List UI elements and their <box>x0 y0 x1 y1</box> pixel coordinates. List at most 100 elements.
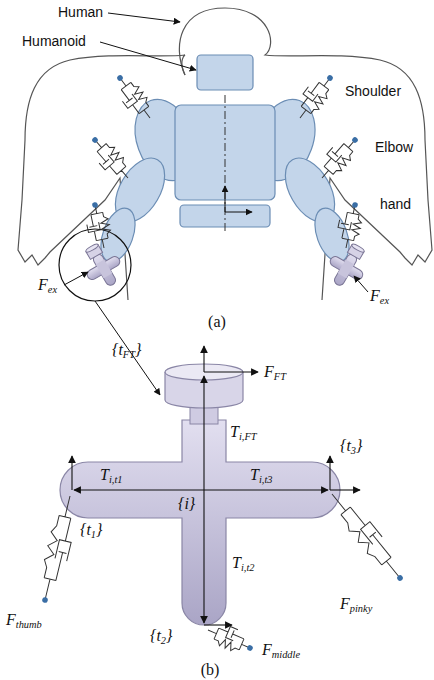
spring-damper-symbol <box>334 203 365 251</box>
spring-damper <box>324 486 411 586</box>
label-subscript: ex <box>48 284 57 295</box>
frame-label: {t3} <box>340 438 362 454</box>
label-subscript: i,t2 <box>241 562 255 573</box>
spring-damper-symbol <box>86 133 136 185</box>
symmetry-axis <box>225 95 226 232</box>
label-part: {t <box>340 437 351 454</box>
frame-label: {t1} <box>80 522 102 538</box>
spring-damper-symbol <box>324 486 409 584</box>
leader-line <box>100 42 196 70</box>
joint-label: Elbow <box>375 140 413 154</box>
frame-label: {t2} <box>150 628 172 644</box>
label-part: T <box>230 423 239 440</box>
label-subscript: 1 <box>91 529 96 540</box>
attach-point <box>91 136 99 144</box>
transform-label: Ti,t1 <box>100 467 122 483</box>
attach-point <box>116 74 124 82</box>
spring-damper-symbol <box>83 203 114 251</box>
label-part: {t <box>150 627 161 644</box>
label-subscript: 3 <box>351 445 356 456</box>
panel-label: (b) <box>201 662 220 678</box>
spring-damper-symbol <box>35 494 81 603</box>
label-part: F <box>262 641 272 658</box>
zoom-circle <box>59 229 131 301</box>
label-subscript: thumb <box>16 619 42 630</box>
label-part: F <box>264 363 274 380</box>
zoom-arrow <box>95 301 160 395</box>
force-label: Fex <box>370 288 389 304</box>
panel-label: (a) <box>208 314 226 330</box>
label-subscript: FT <box>274 371 286 382</box>
frame-label: {i} <box>178 496 195 512</box>
spring-damper <box>334 200 365 250</box>
label-part: } <box>135 341 141 358</box>
spring-damper-symbol <box>204 619 255 657</box>
label-part: F <box>38 276 48 293</box>
frame-axis <box>225 186 226 212</box>
attach-point <box>326 74 334 82</box>
handle-small <box>75 237 128 293</box>
label-part: T <box>250 466 259 483</box>
force-label: FFT <box>264 364 286 380</box>
spring-damper-symbol <box>110 72 158 125</box>
force-arrow <box>354 276 368 292</box>
label-subscript: 2 <box>161 635 166 646</box>
attach-point <box>352 202 359 209</box>
force-label: Fex <box>38 277 57 293</box>
label-part: T <box>100 466 109 483</box>
attach-point <box>42 597 49 604</box>
humanoid-robot <box>94 55 355 266</box>
frame-axis <box>225 212 252 213</box>
label-part: F <box>340 595 350 612</box>
force-label: Fmiddle <box>262 642 300 658</box>
human-outline <box>18 55 185 300</box>
label-subscript: FT <box>123 349 135 360</box>
spring-damper <box>204 619 257 658</box>
label-part: } <box>356 437 362 454</box>
label-part: F <box>6 611 16 628</box>
handle-body <box>60 420 340 625</box>
label-subscript: ex <box>380 295 389 306</box>
label-part: T <box>232 554 241 571</box>
label-subscript: i,t1 <box>109 474 123 485</box>
spring-damper <box>35 494 82 606</box>
attach-point <box>396 574 404 582</box>
spring-damper <box>313 130 364 185</box>
label-subscript: middle <box>272 649 300 660</box>
label-part: } <box>166 627 172 644</box>
spring-dampers <box>35 69 411 659</box>
frame-axes <box>72 346 360 625</box>
label-subscript: pinky <box>350 603 373 614</box>
label-subscript: i,t3 <box>259 474 273 485</box>
spring-damper-symbol <box>313 132 363 184</box>
attach-point <box>351 136 359 144</box>
spring-damper <box>83 200 114 250</box>
frame-label: {tFT} <box>112 342 141 358</box>
label-part: } <box>96 521 102 538</box>
attach-point <box>246 644 253 651</box>
part-label: Humanoid <box>22 34 86 48</box>
label-part: F <box>370 287 380 304</box>
joint-label: hand <box>380 197 411 211</box>
leader-line <box>108 13 180 22</box>
label-part: {t <box>80 521 91 538</box>
force-label: Fpinky <box>340 596 372 612</box>
label-subscript: i,FT <box>239 431 257 442</box>
force-arrow <box>64 272 88 285</box>
label-part: {t <box>112 341 123 358</box>
transform-label: Ti,t2 <box>232 555 254 571</box>
handle-small <box>321 237 374 293</box>
transform-label: Ti,FT <box>230 424 257 440</box>
part-label: Human <box>58 5 103 19</box>
spring-damper-symbol <box>290 71 338 124</box>
attach-point <box>92 202 99 209</box>
force-label: Fthumb <box>6 612 42 628</box>
spring-damper <box>290 69 339 124</box>
spring-damper <box>109 70 158 125</box>
spring-damper <box>84 131 135 186</box>
transform-label: Ti,t3 <box>250 467 272 483</box>
joint-label: Shoulder <box>345 84 401 98</box>
